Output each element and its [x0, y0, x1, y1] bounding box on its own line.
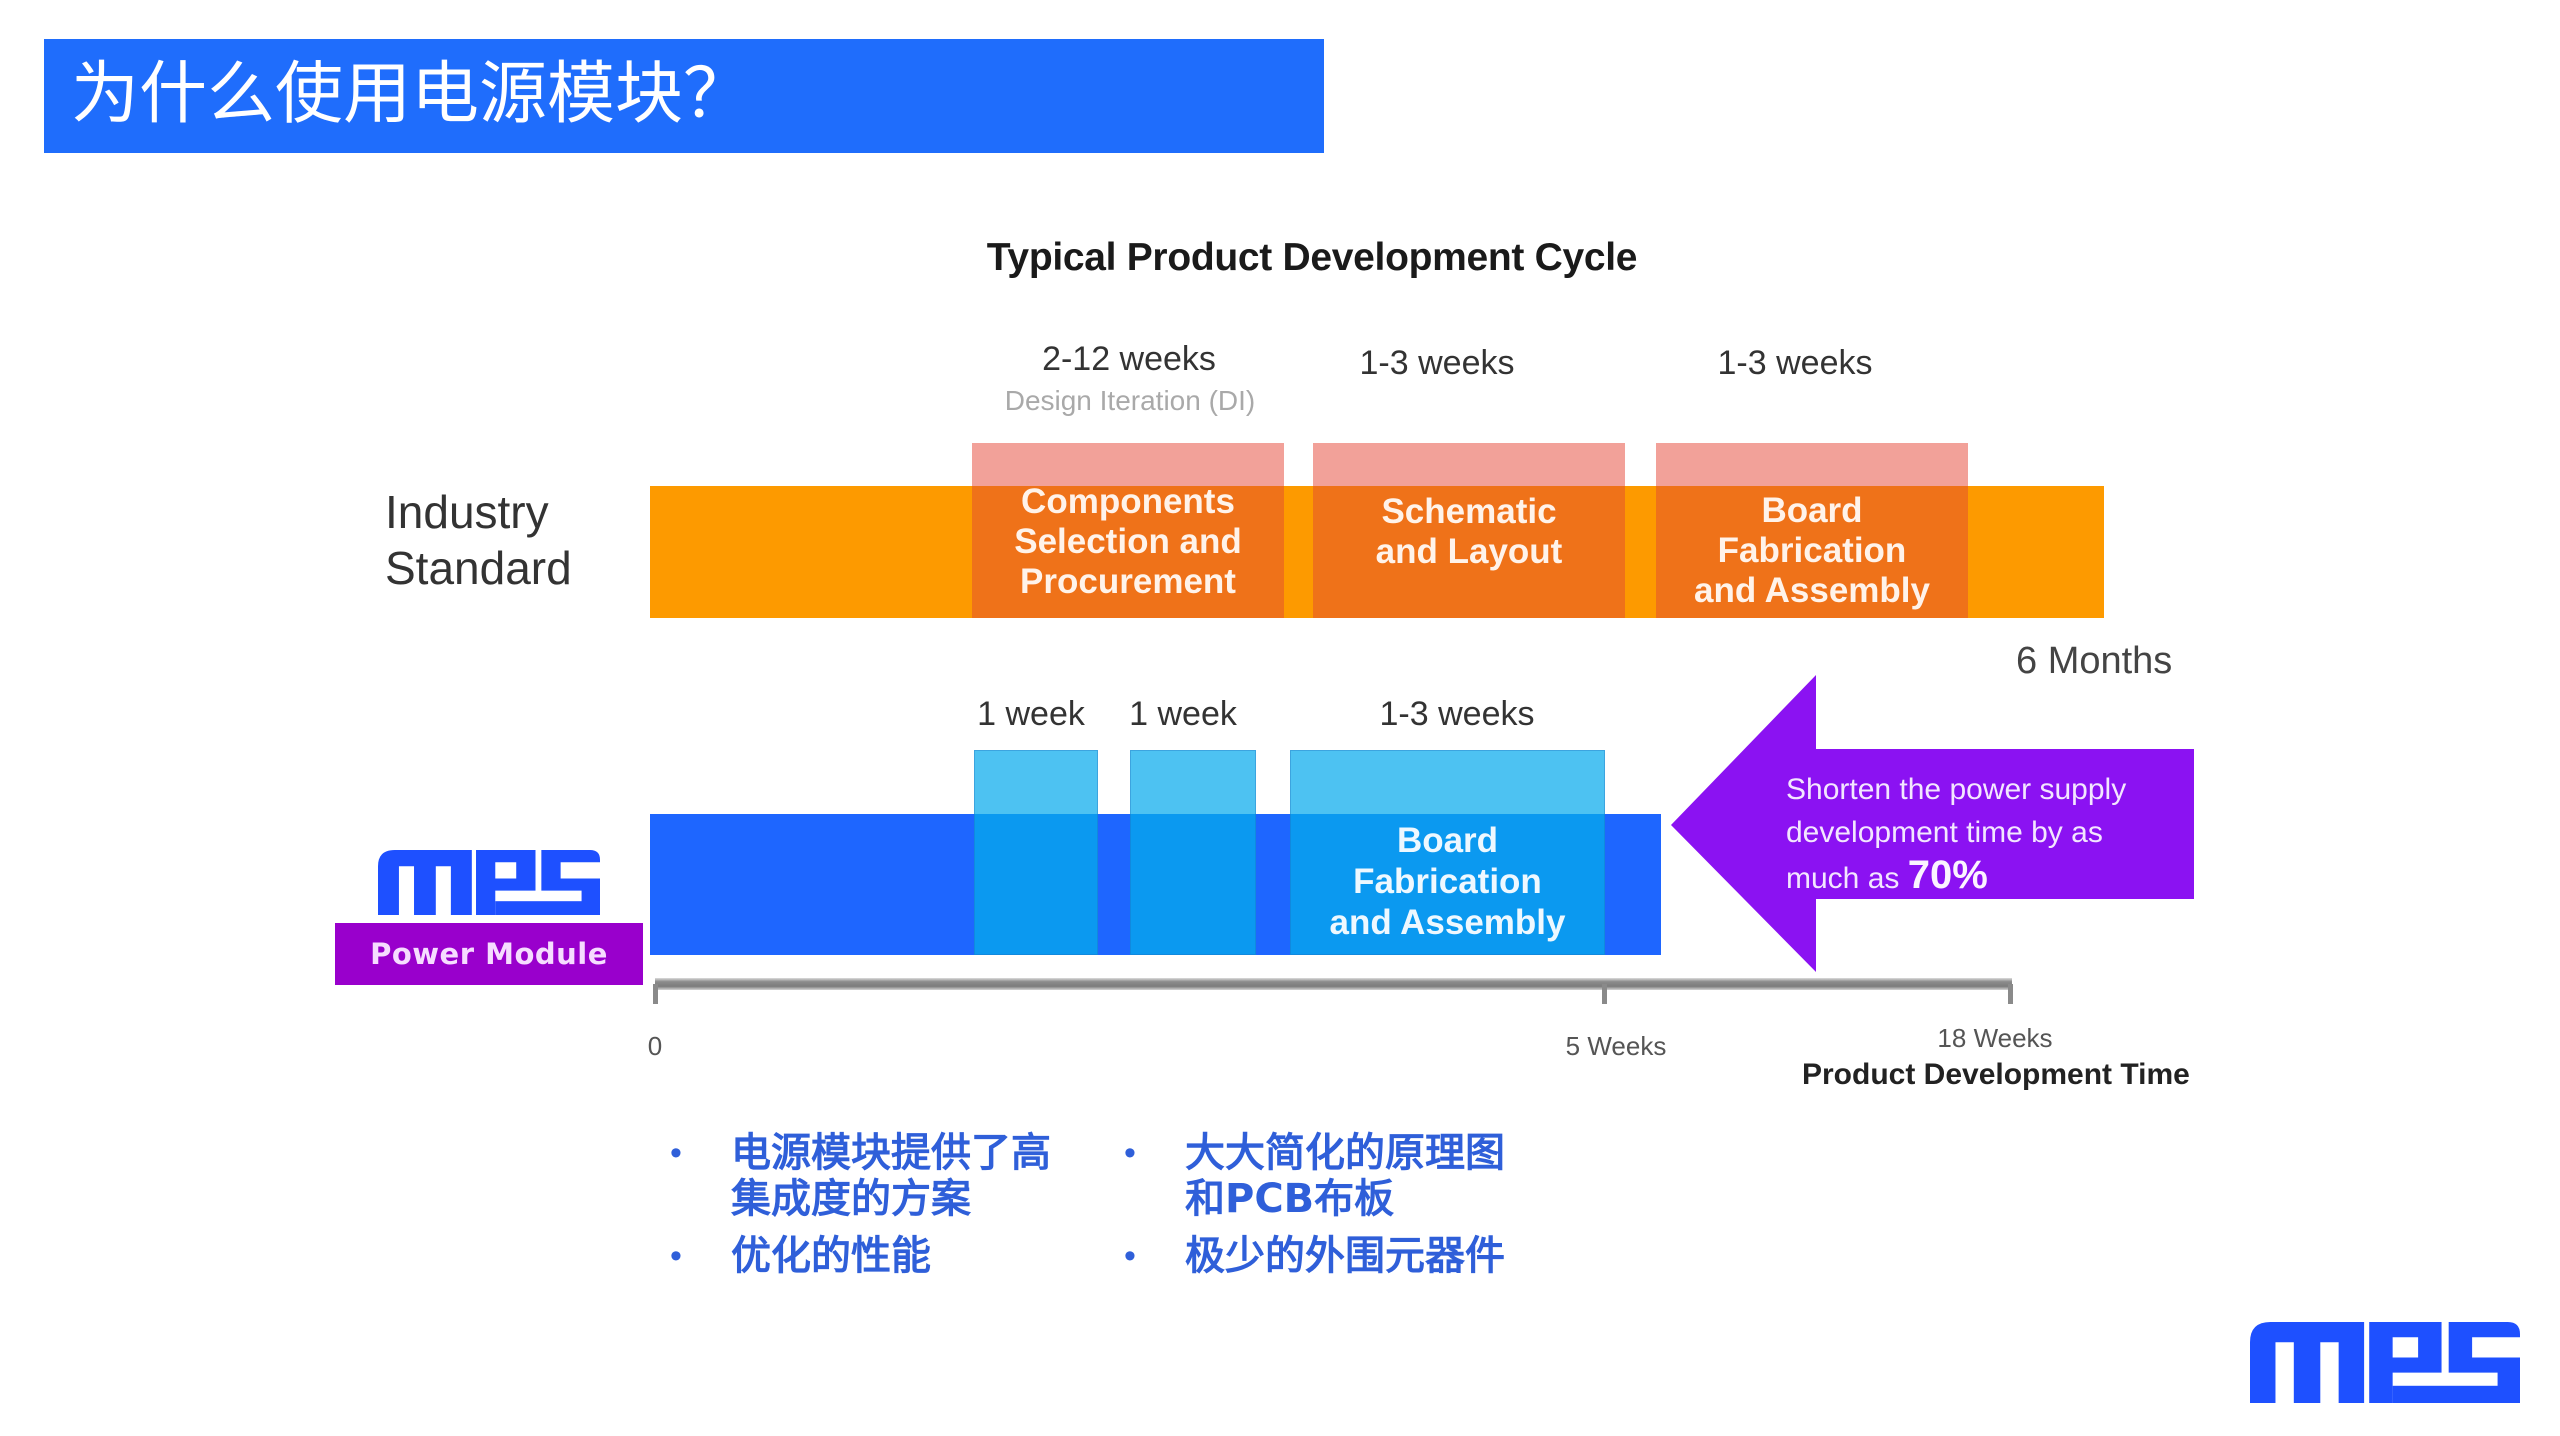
stage-name: Schematic and Layout [1313, 492, 1625, 572]
callout-line: Shorten the power supply [1786, 773, 2127, 806]
bullet-text: 极少的外围元器件 [1185, 1233, 1505, 1279]
stage-duration-label: 1 week [1129, 695, 1237, 733]
design-iteration-note: Design Iteration (DI) [1004, 385, 1256, 416]
stage-name-line: Selection and [1014, 522, 1242, 561]
diagram-title: Typical Product Development Cycle [986, 236, 1638, 279]
stage-name: Board Fabrication and Assembly [1656, 491, 1968, 611]
mps-logo-letter-m [2250, 1322, 2365, 1403]
axis-title: Product Development Time [1802, 1058, 2190, 1091]
mps-logo-base-bar [495, 901, 600, 915]
callout-line: development time by as [1786, 816, 2103, 849]
industry-total-duration: 6 Months [2016, 640, 2173, 682]
bullet-dot: • [670, 1237, 682, 1275]
bullet-list-left: • 电源模块提供了高集成度的方案 • 优化的性能 [670, 1130, 1071, 1279]
stage-duration-label: 1-3 weeks [1379, 695, 1535, 733]
bullet-text: 电源模块提供了高集成度的方案 [731, 1130, 1051, 1222]
bullet-item: • 优化的性能 [670, 1233, 1071, 1279]
axis-tick-label: 18 Weeks [1937, 1023, 2053, 1053]
axis-tick [653, 984, 658, 1004]
callout-text: Shorten the power supply development tim… [1786, 768, 2126, 900]
stage-name-line: Fabrication [1353, 862, 1542, 901]
axis-tick [2008, 984, 2013, 1004]
mps-stage-2 [1130, 750, 1256, 955]
stage-name: Board Fabrication and Assembly [1290, 820, 1605, 943]
power-module-badge: Power Module [335, 923, 643, 985]
bullet-list-right: • 大大简化的原理图和PCB布板 • 极少的外围元器件 [1124, 1130, 1525, 1279]
mps-stage-board-fabrication: Board Fabrication and Assembly [1290, 750, 1605, 955]
stage-duration-label: 1 week [977, 695, 1085, 733]
stage-name-line: Schematic [1381, 492, 1557, 531]
axis-tick-label: 5 Weeks [1565, 1031, 1667, 1061]
industry-stage-schematic: Schematic and Layout [1313, 443, 1625, 618]
industry-stage-board-fabrication: Board Fabrication and Assembly [1656, 443, 1968, 618]
callout-line: much as 70% [1786, 854, 2126, 900]
bullet-dot: • [670, 1134, 682, 1172]
slide-title: 为什么使用电源模块？ [71, 55, 752, 134]
row-label-line: Standard [385, 542, 572, 594]
bullet-dot: • [1124, 1237, 1136, 1275]
bullet-item: • 极少的外围元器件 [1124, 1233, 1525, 1279]
axis-tick [1602, 984, 1607, 1004]
timeline-axis [655, 978, 2012, 990]
callout-line-text: much as [1786, 862, 1908, 895]
slide-title-bar: 为什么使用电源模块？ [44, 39, 1324, 153]
bullet-text: 优化的性能 [731, 1233, 931, 1279]
stage-name: Components Selection and Procurement [972, 482, 1284, 602]
mps-logo [2250, 1322, 2520, 1403]
stage-name-line: Components [1021, 482, 1235, 521]
mps-logo-letter-s [2448, 1322, 2520, 1403]
stage-name-line: and Assembly [1329, 903, 1566, 942]
industry-stage-components: Components Selection and Procurement [972, 443, 1284, 618]
bullet-item: • 电源模块提供了高集成度的方案 [670, 1130, 1071, 1222]
callout-highlight: 70% [1907, 853, 1988, 897]
bullet-dot: • [1124, 1134, 1136, 1172]
callout-arrow-shape [1671, 675, 2194, 972]
axis-tick-label: 0 [647, 1031, 663, 1061]
stage-name-line: Board [1761, 491, 1863, 530]
mps-logo-letter-s [541, 850, 600, 915]
stage-duration-label: 2-12 weeks [1042, 340, 1216, 378]
stage-name-line: and Layout [1375, 532, 1563, 571]
mps-logo [378, 850, 600, 915]
mps-logo-base-bar [2392, 1385, 2520, 1403]
bullet-text: 大大简化的原理图和PCB布板 [1185, 1130, 1505, 1222]
stage-name-line: Board [1396, 821, 1499, 860]
stage-name-line: Procurement [1020, 562, 1236, 601]
stage-name-line: Fabrication [1717, 531, 1907, 570]
left-arrow-icon [1671, 675, 2194, 972]
mps-stage-1 [974, 750, 1098, 955]
row-label-industry-standard: Industry Standard [385, 484, 572, 596]
stage-duration-label: 1-3 weeks [1359, 344, 1515, 382]
mps-logo-letter-p [2369, 1322, 2442, 1403]
mps-logo-letter-m [378, 850, 472, 915]
stage-name-line: and Assembly [1693, 571, 1930, 610]
bullet-item: • 大大简化的原理图和PCB布板 [1124, 1130, 1525, 1222]
row-label-line: Industry [385, 486, 549, 538]
stage-duration-label: 1-3 weeks [1717, 344, 1873, 382]
mps-logo-letter-p [476, 850, 536, 915]
